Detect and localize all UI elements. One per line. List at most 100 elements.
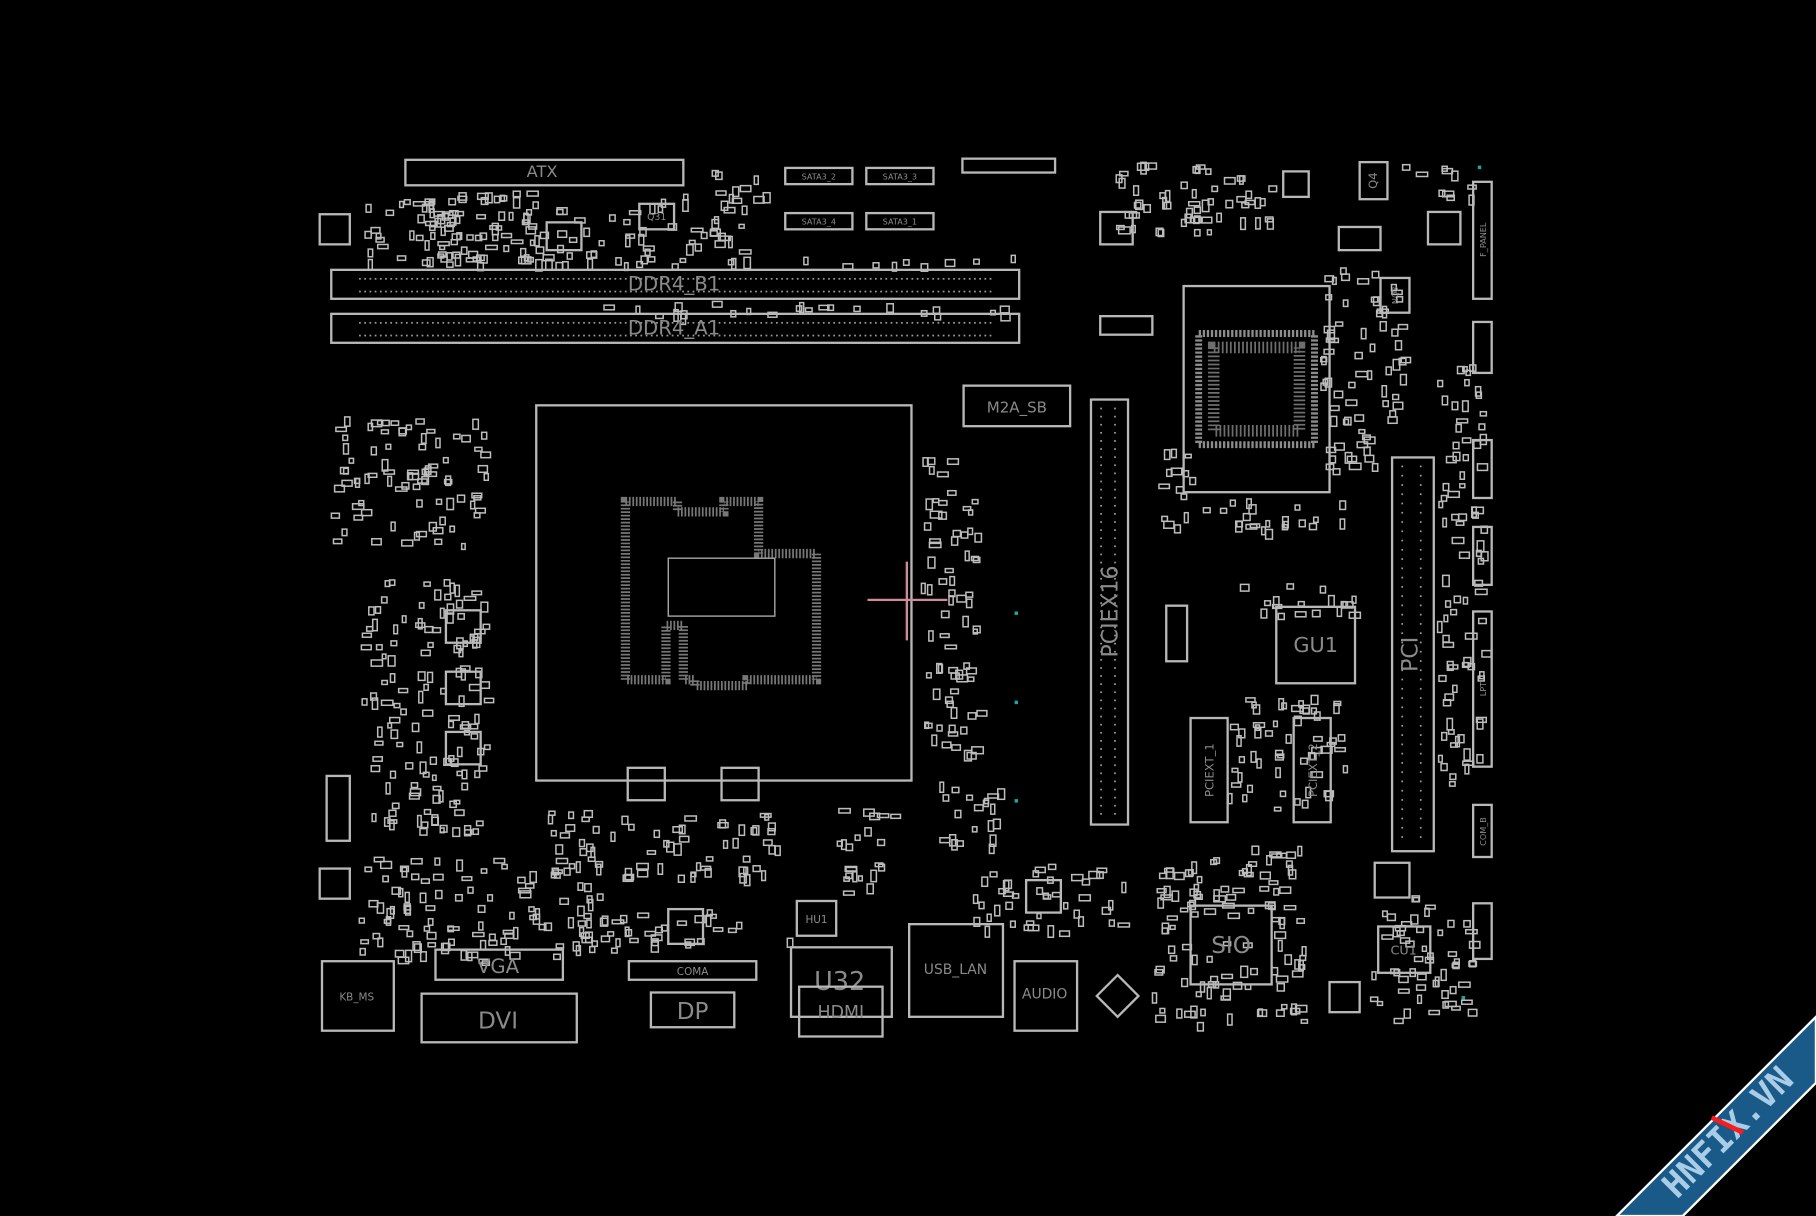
component-atx[interactable]: ATX bbox=[404, 158, 685, 187]
smd-pad bbox=[584, 882, 592, 893]
pin bbox=[927, 290, 929, 293]
component-nq3[interactable]: NQ3 bbox=[1379, 276, 1411, 314]
smd-pad bbox=[568, 236, 578, 244]
smd-pad bbox=[1381, 934, 1394, 940]
component-sata-1[interactable]: SATA3_2 bbox=[784, 166, 854, 186]
component-pciex16[interactable]: PCIEX16 bbox=[1089, 398, 1130, 826]
component[interactable] bbox=[667, 907, 705, 946]
component-ddr4-a1[interactable]: DDR4_A1 bbox=[330, 312, 1021, 344]
pin bbox=[713, 290, 716, 293]
chip[interactable] bbox=[1099, 210, 1134, 246]
component-dvi[interactable]: DVI bbox=[420, 992, 578, 1044]
smd-pad bbox=[1465, 369, 1472, 377]
component[interactable] bbox=[1373, 861, 1411, 899]
component-sata-4[interactable]: SATA3_1 bbox=[865, 211, 935, 231]
component-usb-lan[interactable]: USB_LAN bbox=[908, 923, 1005, 1018]
component-cu1[interactable]: CU1 bbox=[1377, 925, 1432, 974]
component-sio[interactable]: SIO bbox=[1189, 904, 1273, 986]
component-sata-2[interactable]: SATA3_3 bbox=[865, 166, 935, 186]
smd-pad bbox=[423, 683, 429, 691]
pin bbox=[947, 321, 950, 324]
component-dp[interactable]: DP bbox=[649, 991, 736, 1029]
component-pciext-2[interactable]: PCIEXT_2 bbox=[1292, 716, 1332, 824]
smd-pad bbox=[447, 925, 455, 933]
smd-pad bbox=[1371, 462, 1379, 472]
smd-pad bbox=[601, 915, 609, 926]
chip[interactable] bbox=[318, 867, 351, 900]
pin bbox=[1100, 748, 1102, 750]
pin bbox=[927, 334, 929, 337]
cpu-socket[interactable] bbox=[535, 404, 913, 802]
smd-pad bbox=[1236, 175, 1246, 182]
component-f-panel[interactable]: F_PANEL bbox=[1471, 180, 1493, 300]
smd-pad bbox=[1337, 734, 1346, 742]
smd-pad bbox=[1461, 661, 1470, 669]
smd-pad bbox=[483, 697, 495, 704]
smd-pad bbox=[542, 254, 555, 262]
smd-pad bbox=[624, 867, 633, 881]
pin bbox=[1114, 440, 1116, 442]
component[interactable] bbox=[1099, 315, 1154, 336]
smd-pad bbox=[1163, 201, 1172, 210]
chip[interactable] bbox=[1024, 878, 1063, 914]
component[interactable] bbox=[325, 774, 351, 842]
pin bbox=[1114, 585, 1116, 588]
inductor[interactable] bbox=[545, 221, 583, 252]
header-connector[interactable] bbox=[1471, 525, 1493, 586]
pin bbox=[1401, 706, 1404, 709]
component-hu1[interactable]: HU1 bbox=[795, 899, 838, 937]
component-ddr4-b1[interactable]: DDR4_B1 bbox=[330, 268, 1021, 300]
header-connector[interactable] bbox=[1471, 320, 1493, 375]
component-pciext-1[interactable]: PCIEXT_1 bbox=[1189, 716, 1229, 824]
pin bbox=[864, 290, 867, 293]
component[interactable] bbox=[1337, 225, 1382, 252]
component-q31[interactable]: Q31 bbox=[638, 202, 676, 231]
smd-pad bbox=[608, 214, 616, 222]
smd-pad bbox=[523, 212, 529, 226]
pin bbox=[1114, 691, 1116, 694]
smd-pad bbox=[936, 724, 943, 732]
smd-pad bbox=[610, 947, 618, 954]
inductor[interactable] bbox=[444, 670, 482, 706]
inductor[interactable] bbox=[444, 730, 482, 766]
component-q4[interactable]: Q4 bbox=[1358, 160, 1389, 201]
component-gu1[interactable]: GU1 bbox=[1275, 605, 1357, 685]
pin bbox=[843, 290, 846, 293]
smd-pad bbox=[928, 465, 935, 475]
chip[interactable] bbox=[1426, 210, 1462, 246]
pin bbox=[593, 321, 596, 324]
component-vga[interactable]: VGA bbox=[434, 948, 565, 981]
header-connector[interactable] bbox=[1471, 902, 1493, 961]
component-m2a-sb[interactable]: M2A_SB bbox=[962, 384, 1072, 428]
component-hdmi[interactable]: HDMI bbox=[797, 985, 884, 1038]
component-sata-3[interactable]: SATA3_4 bbox=[784, 211, 854, 231]
component[interactable] bbox=[1165, 604, 1189, 663]
component-u32[interactable]: U32 bbox=[789, 946, 893, 1018]
pin bbox=[911, 290, 914, 293]
pin bbox=[593, 290, 596, 293]
header-connector[interactable] bbox=[1471, 438, 1493, 500]
pin bbox=[1419, 521, 1422, 523]
component-lpt[interactable]: LPT bbox=[1471, 610, 1493, 768]
pin bbox=[833, 290, 836, 293]
component-com-b[interactable]: COM_B bbox=[1471, 803, 1493, 859]
component-audio[interactable]: AUDIO bbox=[1013, 960, 1079, 1032]
smd-pad bbox=[406, 930, 414, 938]
smd-pad bbox=[444, 593, 452, 601]
chip[interactable] bbox=[1328, 980, 1361, 1014]
smd-pad bbox=[1432, 979, 1439, 988]
component-coma[interactable]: COMA bbox=[627, 960, 758, 981]
pin bbox=[661, 334, 664, 337]
smd-pad bbox=[1363, 446, 1371, 457]
header-connector[interactable] bbox=[961, 157, 1057, 174]
chip[interactable] bbox=[318, 213, 351, 246]
smd-pad bbox=[445, 475, 452, 487]
component-pci[interactable]: PCI bbox=[1390, 456, 1435, 853]
chipset-bga[interactable] bbox=[1182, 284, 1331, 494]
pin bbox=[1419, 743, 1422, 746]
component-label: U32 bbox=[814, 967, 865, 997]
inductor[interactable] bbox=[444, 609, 482, 644]
component-kb-ms[interactable]: KB_MS bbox=[320, 960, 395, 1032]
component[interactable] bbox=[1282, 170, 1310, 199]
